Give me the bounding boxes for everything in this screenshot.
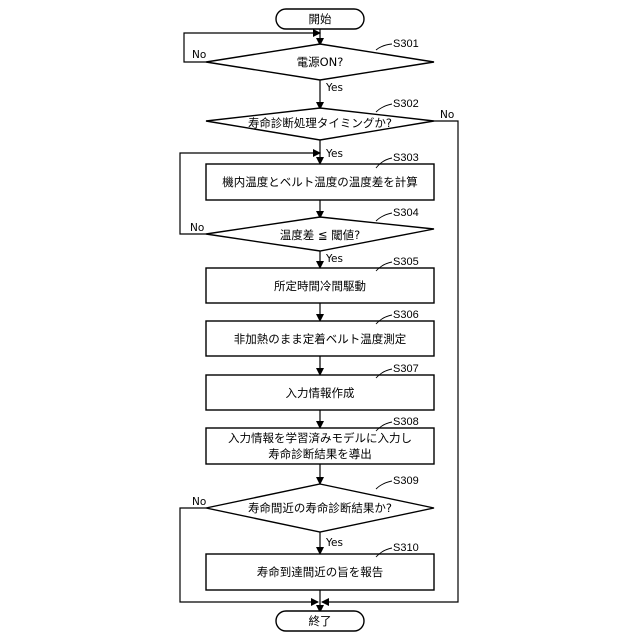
decision-s309: 寿命間近の寿命診断結果か? — [206, 484, 434, 532]
decision-s304: 温度差 ≦ 閾値? — [206, 217, 434, 251]
step-id-s304: S304 — [393, 207, 419, 219]
s309-no-label: No — [192, 496, 206, 508]
start-label: 開始 — [309, 12, 332, 26]
step-id-s310: S310 — [393, 542, 419, 554]
step-id-s308: S308 — [393, 416, 419, 428]
process-s306-text: 非加熱のまま定着ベルト温度測定 — [234, 332, 407, 346]
s301-yes-label: Yes — [325, 82, 343, 94]
process-s303-text: 機内温度とベルト温度の温度差を計算 — [222, 175, 418, 189]
decision-s304-text: 温度差 ≦ 閾値? — [280, 228, 361, 242]
process-s305-text: 所定時間冷間駆動 — [274, 279, 366, 293]
s301-no-label: No — [192, 49, 206, 61]
end-label: 終了 — [309, 614, 332, 628]
decision-s302-text: 寿命診断処理タイミングか? — [248, 116, 392, 130]
end-terminal: 終了 — [276, 611, 364, 631]
process-s307: 入力情報作成 — [206, 375, 434, 410]
step-leader — [376, 44, 392, 50]
decision-s302: 寿命診断処理タイミングか? — [206, 108, 434, 140]
process-s307-text: 入力情報作成 — [286, 386, 355, 400]
step-leader — [376, 213, 392, 221]
decision-s301-text: 電源ON? — [297, 55, 344, 69]
step-id-s309: S309 — [393, 475, 419, 487]
process-s310: 寿命到達間近の旨を報告 — [206, 554, 434, 590]
s304-no-label: No — [190, 222, 204, 234]
step-leader — [376, 104, 392, 112]
process-s306: 非加熱のまま定着ベルト温度測定 — [206, 321, 434, 356]
step-id-s301: S301 — [393, 38, 419, 50]
step-id-s305: S305 — [393, 256, 419, 268]
step-id-s303: S303 — [393, 152, 419, 164]
process-s308-line1: 入力情報を学習済みモデルに入力し — [228, 431, 412, 445]
step-leader — [376, 481, 392, 489]
step-id-s306: S306 — [393, 309, 419, 321]
process-s308-line2: 寿命診断結果を導出 — [268, 447, 372, 461]
process-s310-text: 寿命到達間近の旨を報告 — [257, 565, 384, 579]
start-terminal: 開始 — [276, 9, 364, 29]
s304-yes-label: Yes — [325, 253, 343, 265]
s309-yes-label: Yes — [325, 537, 343, 549]
step-id-s302: S302 — [393, 98, 419, 110]
process-s308: 入力情報を学習済みモデルに入力し 寿命診断結果を導出 — [206, 428, 434, 464]
process-s305: 所定時間冷間駆動 — [206, 268, 434, 303]
decision-s309-text: 寿命間近の寿命診断結果か? — [248, 501, 392, 515]
step-id-s307: S307 — [393, 363, 419, 375]
process-s303: 機内温度とベルト温度の温度差を計算 — [206, 164, 434, 200]
s302-no-label: No — [440, 109, 454, 121]
s302-yes-label: Yes — [325, 148, 343, 160]
